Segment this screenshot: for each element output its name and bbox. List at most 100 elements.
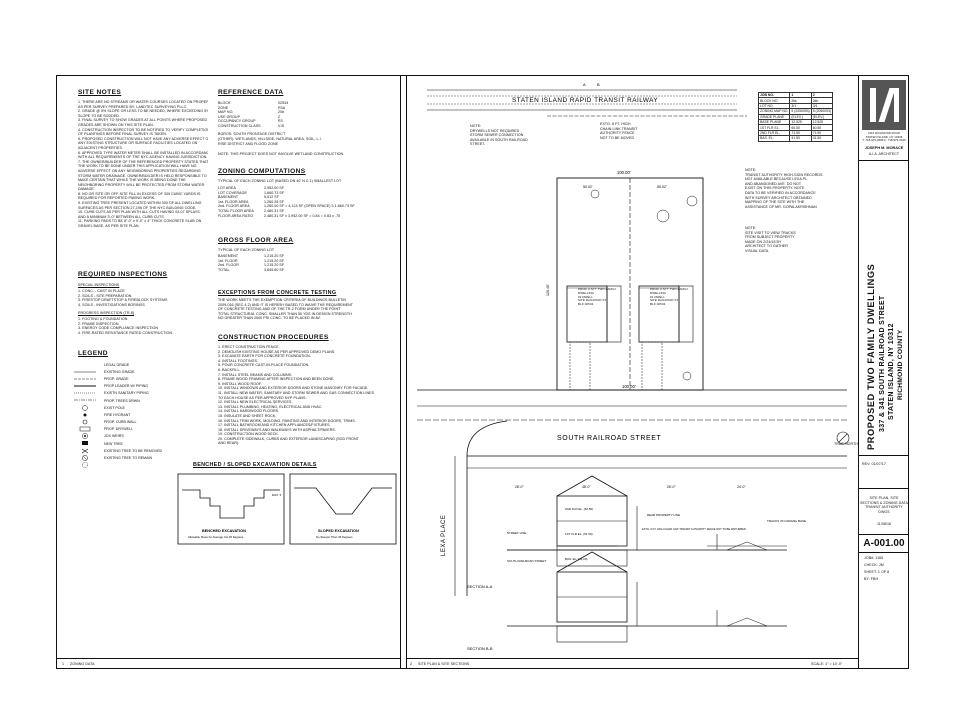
sec-rear-line: REAR PROPERTY LINE [647,513,680,517]
railway-label: STATEN ISLAND RAPID TRANSIT RAILWAY [512,97,658,104]
sec-street-line: STREET LINE [507,531,526,535]
section-a-label: SECTION A-A [467,584,493,589]
footer-right-label: SITE PLAN & SITE SECTIONS [418,662,470,666]
drywell-icon [74,426,96,440]
footer-left-label: ZONING DATA [70,662,95,666]
exception-line: OF CONCRETE TESTING AND OF THE TR-2 FORM… [218,307,341,312]
firm-address-line: 2116 RICHMOND ROAD [868,131,900,135]
checked-by: CHECK: JM [864,563,884,567]
site-note-line: SURFACES AS PER SECTION 27-196 OF THE NY… [78,205,197,210]
exception-line: THE WORK MEETS THE EXEMPTION CRITERIA OF… [218,298,347,302]
progress-inspection-item: 3. ENERGY CODE COMPLIANCE INSPECTION [78,326,159,331]
sec-dim-2: 48'-0" [582,485,591,489]
curb-wall-icon [74,419,96,432]
tree-remain-icon [74,455,96,468]
legend-label: EXISTING TREE TO BE REMOVED [104,448,163,453]
benched-sub: Allowable Slope for Average Cut 45 Degre… [188,535,244,539]
legend-item: PROP. TREES DRWN [74,397,214,411]
progress-inspection-item: 1. FOOTING & FOUNDATION [78,317,128,321]
site-note-line: GRAVEL BASE. AS PER SITE PLAN. [78,224,140,229]
site-note-line: GRADES ARE SHOWN ON THIS SITE PLAN. [78,122,154,127]
procedure-item: 18. INSTALL DRIVEWAYS AND WALKWAYS WITH … [218,427,336,432]
procedure-item: 7. INSTALL STEEL BEAMS AND COLUMNS. [218,372,293,377]
drawn-by: BY: FBH [864,577,879,581]
gross-floor-area-title: GROSS FLOOR AREA [218,237,294,244]
procedure-item: AND REAR). [218,441,240,446]
procedure-item: 4. INSTALL FOOTINGS. [218,358,258,363]
site-note-line: 9. EXISTING TREE PRESENT LOCATED WITHIN … [78,201,202,206]
legend-label: PROP. CURB WALL [104,420,137,425]
legend-label: EXIST POLE [104,405,125,410]
sheet-number: A-001.00 [863,538,905,549]
sec-2nd-floor: 2ND FLR EL. (60.50) [565,507,593,511]
legend-item: EXIST POLE [74,404,214,417]
site-note-line: 8. NO OR SITE OR OFF-SITE FILL IN EXCESS… [78,191,201,196]
reference-note-2: (OTHER): WETLANDS, HILLSIDE, NATURAL ARE… [218,137,322,141]
required-inspections-title: REQUIRED INSPECTIONS [78,271,168,278]
zoning-computations-title: ZONING COMPUTATIONS [218,168,306,175]
procedure-item: 5. POUR CONCRETE CAST-IN-PLACE FOUNDATIO… [218,363,310,368]
progress-inspections-title: PROGRESS INSPECTION (TR-8) [78,311,135,315]
site-note-line: 10. CURB CUTS AS PER PLAN WITH ALL CUTS … [78,210,201,215]
reference-note-1: BOROS: SOUTH FRONTAGE DISTRICT [218,132,286,136]
legend-label: PROP. GRADE [104,376,129,381]
footer-left: 1 ZONING DATA [56,658,400,670]
sec-fence-note: EXTG. 6 FT. HIGH CHAIN LINK TRANSIT AUTH… [642,527,746,531]
tb-line-3 [858,488,909,489]
procedure-item: 1. ERECT CONSTRUCTION FENCE. [218,345,280,349]
site-notes-list: 1. THERE ARE NO STREAMS OR WATER COURSES… [78,100,208,229]
sec-dim-4: 24'-0" [737,485,746,489]
procedure-item: 8. FRAME WOOD FRAMING AFTER INSPECTION A… [218,377,335,382]
section-a-marker: A [583,82,586,87]
site-note-line: 4. CONSTRUCTION INSPECTOR TO BE NOTIFIED… [78,127,208,132]
procedure-item: 3. EXCAVATE EARTH FOR CONCRETE FOUNDATIO… [218,354,311,359]
titleblock-divider [858,75,859,669]
special-inspection-item: 4. SOILS - INVESTIGATIONS BORINGS [78,302,145,307]
tree-removed-icon [74,448,96,461]
legend-item: EXISTN SANITARY PIPING [74,390,214,401]
street-label: SOUTH RAILROAD STREET [557,435,662,442]
exceptions-list: THE WORK MEETS THE EXEMPTION CRITERIA OF… [218,298,393,321]
reference-note-3: RISE DISTRICT AND FLOOD ZONE [218,142,279,146]
north-arrow [836,431,850,445]
footer-scale: SCALE: 1" = 10'-0" [811,662,843,666]
revision: REV: 01/07/17 [862,462,886,466]
site-note-line: 5. PROPOSED CONSTRUCTION WILL NOT HAVE A… [78,136,208,141]
benched-label: BENCHED EXCAVATION [202,529,246,533]
sec-street-name: SOUTH RAILROAD STREET [507,559,547,563]
drawing-title: SITE PLAN, SITE SECTIONS & ZONING DATA T… [860,496,908,514]
special-inspection-item: 3. FIRESTOP DRAFTSTOP & FIREBLOCK SYSTEM… [78,298,168,303]
panel-divider-2 [406,75,407,669]
light-pole-icon [74,405,96,417]
zoning-sub: TYPICAL OF EACH ZONING LOT (BASED ON 40'… [218,179,342,183]
procedure-item: 9. INSTALL WOOD ROOF. [218,381,262,386]
panel-divider [400,75,401,669]
tb-line-4 [858,534,909,535]
site-note-line: 11. PARKING PADS TO BE 8"-0" x 9'-0" x 4… [78,219,202,224]
prop-grade-icon [74,376,96,387]
note-fence: EXTG. 6 FT. HIGH CHAIN LINK TRANSIT AUTH… [600,122,638,140]
site-note-line: ADVERSE EFFECT ON ANY NEIGHBORING PROPER… [78,168,201,173]
drawing-sheet [56,75,909,669]
legend-item: NEW TREE [74,440,214,453]
excavation-diagrams: BENCHED EXCAVATION Allowable Slope for A… [177,473,397,545]
progress-inspection-item: 4. FIRE-RATED RESISTANCE RATED CONSTRUCT… [78,330,172,335]
sanitary-icon [74,390,96,401]
section-b-marker: B [597,82,600,87]
site-note-line: 1. THERE ARE NO STREAMS OR WATER COURSES… [78,100,208,104]
project-address-2: STATEN ISLAND, NY 10312 [888,323,895,420]
legend-item: PROP. GRADE [74,375,214,387]
sloped-sub: No Steeper Than 45 Degrees [316,535,353,539]
note-transit: NOTE: TRANSIT AUTHORITY HIGH-SIGN RECORD… [745,168,823,209]
legend-item: PROP LEADER W/ PIPING [74,383,214,394]
site-note-line: REQUIRED FOR REPORTED PAVING WORK. [78,196,156,201]
special-inspection-item: 2. SOILS - SITE PREPARATION [78,293,132,298]
